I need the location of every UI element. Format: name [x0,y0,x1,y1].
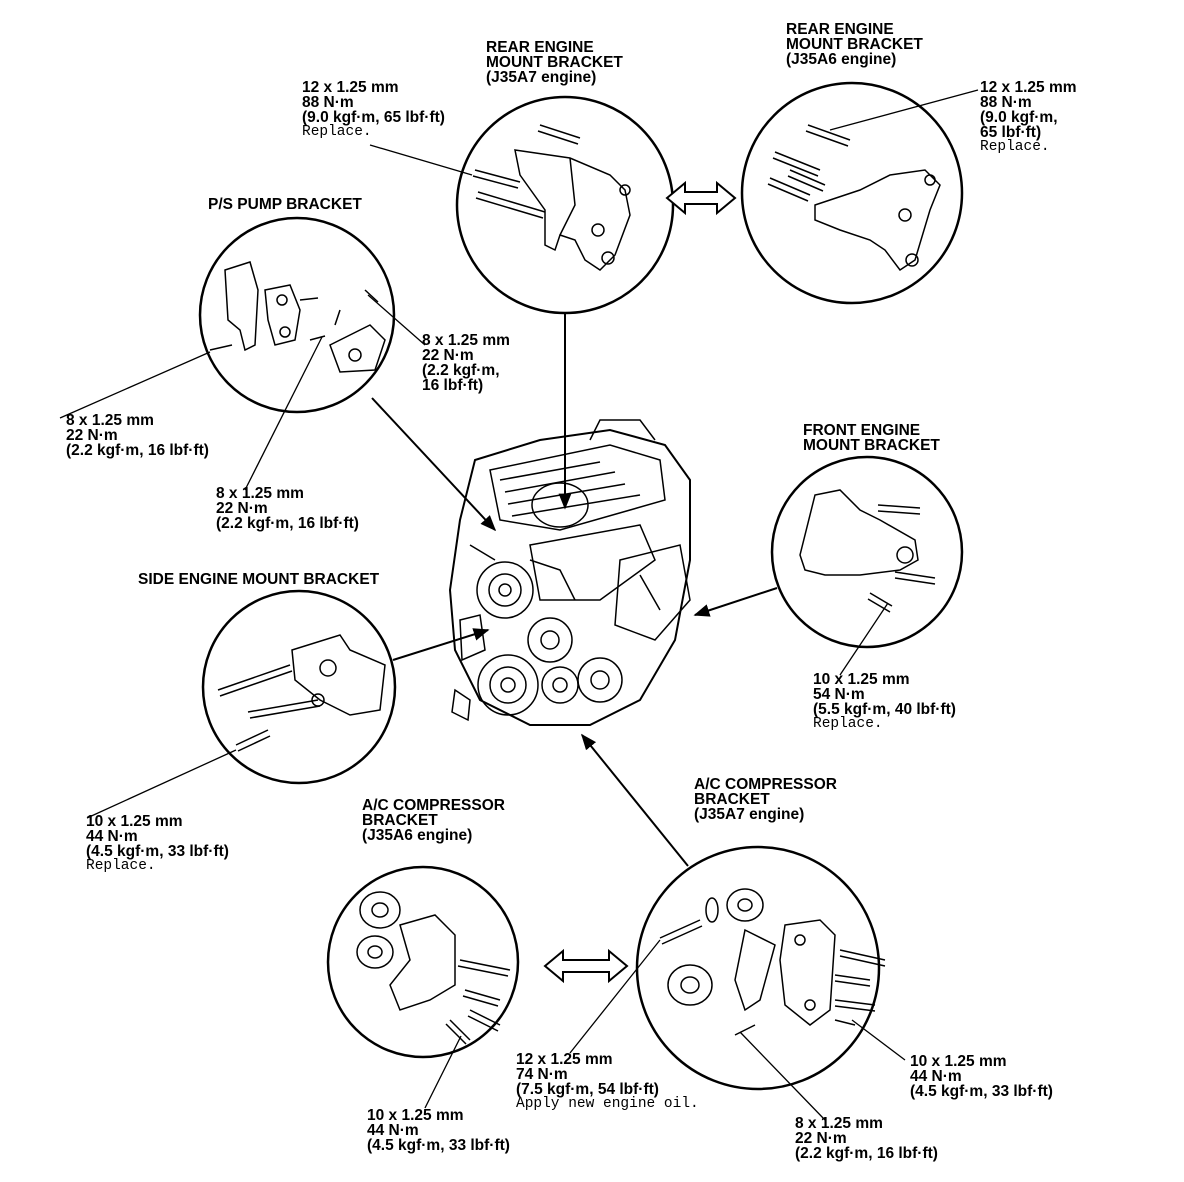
side-mount-bracket-detail [201,589,397,785]
ac-bracket-a6-detail [326,865,520,1059]
side-mount-title: SIDE ENGINE MOUNT BRACKET [138,571,380,588]
side-mount-bolt-spec: 10 x 1.25 mm 44 N·m (4.5 kgf·m, 33 lbf·f… [86,813,229,874]
front-mount-bracket-detail [770,455,964,649]
ps-pump-bracket-detail [198,216,396,414]
ps-pump-bracket-title: P/S PUMP BRACKET [208,196,362,213]
leader-lines [59,89,979,1121]
ac-bracket-a7-bolt10-spec: 10 x 1.25 mm 44 N·m (4.5 kgf·m, 33 lbf·f… [910,1053,1053,1100]
ps-pump-bolt-spec-right: 8 x 1.25 mm 22 N·m (2.2 kgf·m, 16 lbf·ft… [422,332,510,394]
ac-bracket-a6-bolt-spec: 10 x 1.25 mm 44 N·m (4.5 kgf·m, 33 lbf·f… [367,1107,510,1154]
front-mount-bolt-spec: 10 x 1.25 mm 54 N·m (5.5 kgf·m, 40 lbf·f… [813,671,956,732]
front-mount-title: FRONT ENGINE MOUNT BRACKET [803,422,940,454]
rear-mount-a6-title: REAR ENGINE MOUNT BRACKET (J35A6 engine) [786,21,923,68]
ac-bracket-a7-bolt12-spec: 12 x 1.25 mm 74 N·m (7.5 kgf·m, 54 lbf·f… [516,1051,699,1112]
interchangeable-arrow-bottom [543,948,629,984]
rear-mount-a7-bolt-spec: 12 x 1.25 mm 88 N·m (9.0 kgf·m, 65 lbf·f… [302,79,445,140]
rear-mount-a6-detail [740,81,964,305]
ac-bracket-a7-title: A/C COMPRESSOR BRACKET (J35A7 engine) [694,776,837,823]
rear-mount-a6-bolt-spec: 12 x 1.25 mm 88 N·m (9.0 kgf·m, 65 lbf·f… [980,79,1077,155]
connector-arrows [371,313,778,867]
engine-assembly [448,419,691,726]
rear-mount-a7-title: REAR ENGINE MOUNT BRACKET (J35A7 engine) [486,39,623,86]
ac-bracket-a7-detail [635,845,886,1091]
ps-pump-bolt-spec-left: 8 x 1.25 mm 22 N·m (2.2 kgf·m, 16 lbf·ft… [66,412,209,459]
ac-bracket-a7-bolt8-spec: 8 x 1.25 mm 22 N·m (2.2 kgf·m, 16 lbf·ft… [795,1115,938,1162]
rear-mount-a7-detail [455,95,675,315]
interchangeable-arrow-top [665,180,737,216]
ac-bracket-a6-title: A/C COMPRESSOR BRACKET (J35A6 engine) [362,797,505,844]
ps-pump-bolt-spec-center: 8 x 1.25 mm 22 N·m (2.2 kgf·m, 16 lbf·ft… [216,485,359,532]
